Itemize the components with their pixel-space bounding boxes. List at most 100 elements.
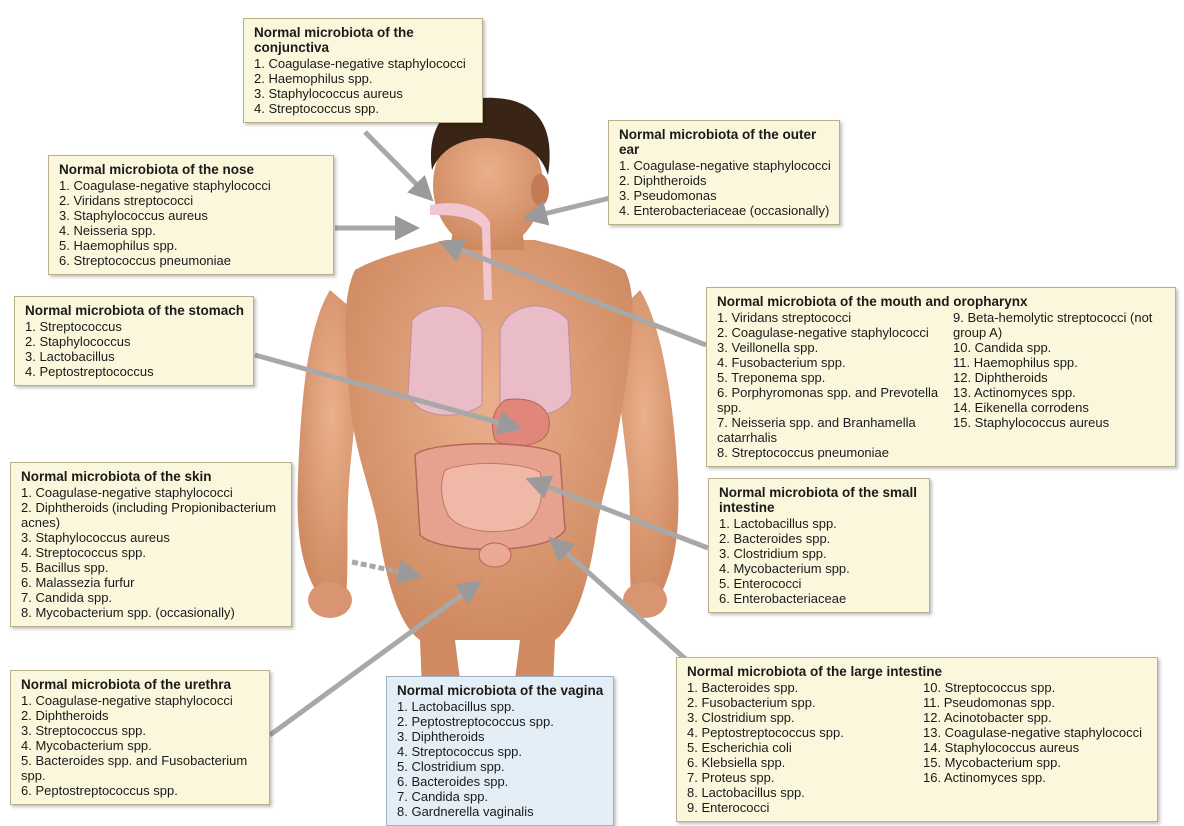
small-intestine-organ — [442, 463, 542, 531]
skin-box: Normal microbiota of the skin 1. Coagula… — [10, 462, 292, 627]
list-item: 11. Pseudomonas spp. — [923, 695, 1143, 710]
list-item: 3. Streptococcus spp. — [21, 723, 261, 738]
list-item: 4. Neisseria spp. — [59, 223, 325, 238]
list-item: 3. Staphylococcus aureus — [59, 208, 325, 223]
list-item: 9. Enterococci — [687, 800, 909, 815]
list-item: 1. Coagulase-negative staphylococci — [254, 56, 474, 71]
small-intestine-title: Normal microbiota of the small intestine — [719, 485, 921, 515]
list-item: 1. Coagulase-negative staphylococci — [59, 178, 325, 193]
list-item: 11. Haemophilus spp. — [953, 355, 1163, 370]
list-item: 1. Lactobacillus spp. — [719, 516, 921, 531]
list-item: 6. Klebsiella spp. — [687, 755, 909, 770]
list-item: 5. Enterococci — [719, 576, 921, 591]
list-item: 3. Veillonella spp. — [717, 340, 939, 355]
list-item: 4. Fusobacterium spp. — [717, 355, 939, 370]
list-item: 3. Lactobacillus — [25, 349, 245, 364]
list-item: 13. Actinomyces spp. — [953, 385, 1163, 400]
vagina-box: Normal microbiota of the vagina 1. Lacto… — [386, 676, 614, 826]
stomach-title: Normal microbiota of the stomach — [25, 303, 245, 318]
urethra-box: Normal microbiota of the urethra 1. Coag… — [10, 670, 270, 805]
list-item: 5. Treponema spp. — [717, 370, 939, 385]
list-item: 2. Bacteroides spp. — [719, 531, 921, 546]
nose-title: Normal microbiota of the nose — [59, 162, 325, 177]
list-item: 6. Porphyromonas spp. and Prevotella spp… — [717, 385, 939, 415]
skin-title: Normal microbiota of the skin — [21, 469, 283, 484]
list-item: 2. Fusobacterium spp. — [687, 695, 909, 710]
mouth-box: Normal microbiota of the mouth and oroph… — [706, 287, 1176, 467]
skin-list: 1. Coagulase-negative staphylococci 2. D… — [21, 485, 283, 620]
small-intestine-list: 1. Lactobacillus spp. 2. Bacteroides spp… — [719, 516, 921, 606]
list-item: 7. Candida spp. — [21, 590, 283, 605]
arrow-conjunctiva — [365, 132, 430, 198]
list-item: 4. Enterobacteriaceae (occasionally) — [619, 203, 831, 218]
mouth-list-left: 1. Viridans streptococci 2. Coagulase-ne… — [717, 310, 939, 460]
nose-box: Normal microbiota of the nose 1. Coagula… — [48, 155, 334, 275]
urethra-title: Normal microbiota of the urethra — [21, 677, 261, 692]
ear — [531, 174, 549, 206]
large-intestine-box: Normal microbiota of the large intestine… — [676, 657, 1158, 822]
list-item: 2. Haemophilus spp. — [254, 71, 474, 86]
outer-ear-list: 1. Coagulase-negative staphylococci 2. D… — [619, 158, 831, 218]
large-intestine-list-left: 1. Bacteroides spp. 2. Fusobacterium spp… — [687, 680, 909, 815]
list-item: 4. Streptococcus spp. — [21, 545, 283, 560]
conjunctiva-list: 1. Coagulase-negative staphylococci 2. H… — [254, 56, 474, 116]
vagina-title: Normal microbiota of the vagina — [397, 683, 605, 698]
stomach-list: 1. Streptococcus 2. Staphylococcus 3. La… — [25, 319, 245, 379]
list-item: 1. Coagulase-negative staphylococci — [21, 693, 261, 708]
list-item: 8. Lactobacillus spp. — [687, 785, 909, 800]
list-item: 5. Escherichia coli — [687, 740, 909, 755]
list-item: 3. Diphtheroids — [397, 729, 605, 744]
list-item: 9. Beta-hemolytic streptococci (not grou… — [953, 310, 1163, 340]
list-item: 13. Coagulase-negative staphylococci — [923, 725, 1143, 740]
large-intestine-title: Normal microbiota of the large intestine — [687, 664, 1149, 679]
list-item: 7. Proteus spp. — [687, 770, 909, 785]
list-item: 3. Staphylococcus aureus — [254, 86, 474, 101]
list-item: 4. Streptococcus spp. — [397, 744, 605, 759]
mouth-list-right: 9. Beta-hemolytic streptococci (not grou… — [953, 310, 1163, 460]
list-item: 4. Peptostreptococcus — [25, 364, 245, 379]
list-item: 1. Lactobacillus spp. — [397, 699, 605, 714]
list-item: 7. Candida spp. — [397, 789, 605, 804]
list-item: 2. Diphtheroids (including Propionibacte… — [21, 500, 283, 530]
list-item: 6. Enterobacteriaceae — [719, 591, 921, 606]
mouth-title: Normal microbiota of the mouth and oroph… — [717, 294, 1167, 309]
list-item: 7. Neisseria spp. and Branhamella catarr… — [717, 415, 939, 445]
list-item: 2. Diphtheroids — [21, 708, 261, 723]
vagina-list: 1. Lactobacillus spp. 2. Peptostreptococ… — [397, 699, 605, 819]
outer-ear-title: Normal microbiota of the outer ear — [619, 127, 831, 157]
list-item: 1. Coagulase-negative staphylococci — [21, 485, 283, 500]
list-item: 15. Mycobacterium spp. — [923, 755, 1143, 770]
list-item: 2. Staphylococcus — [25, 334, 245, 349]
list-item: 3. Clostridium spp. — [687, 710, 909, 725]
list-item: 4. Streptococcus spp. — [254, 101, 474, 116]
list-item: 2. Diphtheroids — [619, 173, 831, 188]
urethra-list: 1. Coagulase-negative staphylococci 2. D… — [21, 693, 261, 798]
list-item: 2. Coagulase-negative staphylococci — [717, 325, 939, 340]
list-item: 5. Bacteroides spp. and Fusobacterium sp… — [21, 753, 261, 783]
list-item: 10. Candida spp. — [953, 340, 1163, 355]
list-item: 5. Clostridium spp. — [397, 759, 605, 774]
left-hand — [308, 582, 352, 618]
small-intestine-box: Normal microbiota of the small intestine… — [708, 478, 930, 613]
right-hand — [623, 582, 667, 618]
list-item: 15. Staphylococcus aureus — [953, 415, 1163, 430]
list-item: 1. Bacteroides spp. — [687, 680, 909, 695]
outer-ear-box: Normal microbiota of the outer ear 1. Co… — [608, 120, 840, 225]
large-intestine-list-right: 10. Streptococcus spp. 11. Pseudomonas s… — [923, 680, 1143, 815]
list-item: 14. Eikenella corrodens — [953, 400, 1163, 415]
list-item: 14. Staphylococcus aureus — [923, 740, 1143, 755]
list-item: 6. Peptostreptococcus spp. — [21, 783, 261, 798]
list-item: 4. Peptostreptococcus spp. — [687, 725, 909, 740]
conjunctiva-title: Normal microbiota of the conjunctiva — [254, 25, 474, 55]
list-item: 12. Acinotobacter spp. — [923, 710, 1143, 725]
list-item: 4. Mycobacterium spp. — [719, 561, 921, 576]
list-item: 5. Haemophilus spp. — [59, 238, 325, 253]
list-item: 3. Clostridium spp. — [719, 546, 921, 561]
list-item: 1. Streptococcus — [25, 319, 245, 334]
conjunctiva-box: Normal microbiota of the conjunctiva 1. … — [243, 18, 483, 123]
list-item: 3. Staphylococcus aureus — [21, 530, 283, 545]
list-item: 4. Mycobacterium spp. — [21, 738, 261, 753]
list-item: 6. Streptococcus pneumoniae — [59, 253, 325, 268]
list-item: 1. Viridans streptococci — [717, 310, 939, 325]
list-item: 2. Peptostreptococcus spp. — [397, 714, 605, 729]
